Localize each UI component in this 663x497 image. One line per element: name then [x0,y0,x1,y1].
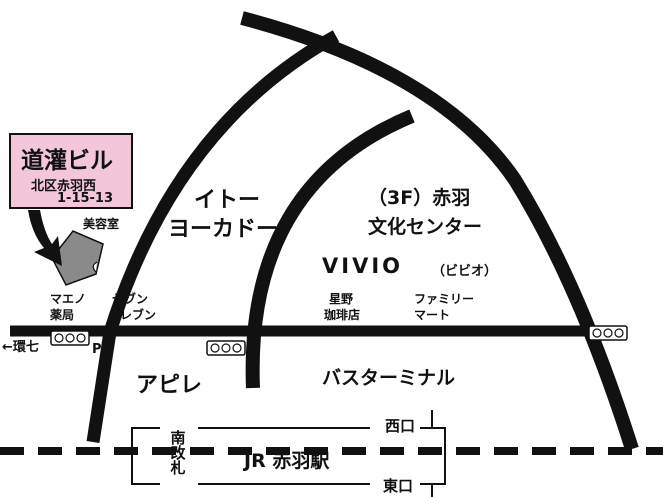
building-entrance-icon [92,261,98,273]
hoshino-label-1: 星野 [329,292,354,306]
address-line2: 1-15-13 [57,191,114,206]
bunka-center-label-2: 文化センター [368,216,483,238]
familymart-label-2: マート [414,308,451,322]
ito-yokado-label-2: ヨーカドー [168,217,279,242]
maeno-label-2: 薬局 [50,308,75,322]
arrow-pointer-icon [28,210,62,266]
seven-eleven-label-1: セブン [112,292,149,306]
hoshino-label-2: 珈琲店 [324,308,361,322]
ito-yokado-label-1: イトー [194,188,261,213]
maeno-label-1: マエノ [50,292,87,306]
biyoushitsu-label: 美容室 [83,217,120,231]
station-name: JR 赤羽駅 [244,450,330,472]
apire-label: アピレ [136,373,203,398]
station-frame-left [131,427,160,485]
nishiguchi-label: 西口 [383,417,418,435]
middle-curved-road [245,109,415,389]
big-arc-road [240,11,639,452]
building-icon [51,230,104,286]
building-name: 道灌ビル [21,148,113,174]
address-line1: 北区赤羽西 [31,179,97,194]
vivio-label: VIVIO [322,254,403,278]
crosswalk-icon [50,330,90,346]
crosswalk-icon [588,325,628,341]
minami-kaisatsu-label: 南改札 [168,430,187,475]
left-curved-road [86,30,340,443]
building-callout: 道灌ビル 北区赤羽西 1-15-13 [9,133,133,209]
bunka-center-label-1: （3F）赤羽 [368,187,471,209]
familymart-label-1: ファミリー [414,292,475,306]
crosswalk-icon [206,340,246,356]
parking-label: P [92,342,102,357]
vivio-reading-label: （ビビオ） [432,264,498,279]
higashiguchi-label: 東口 [381,477,416,495]
kan7-label: ←環七 [2,340,39,355]
bus-terminal-label: バスターミナル [322,367,456,389]
station-frame-right [420,427,446,485]
seven-eleven-label-2: イレブン [108,308,157,322]
